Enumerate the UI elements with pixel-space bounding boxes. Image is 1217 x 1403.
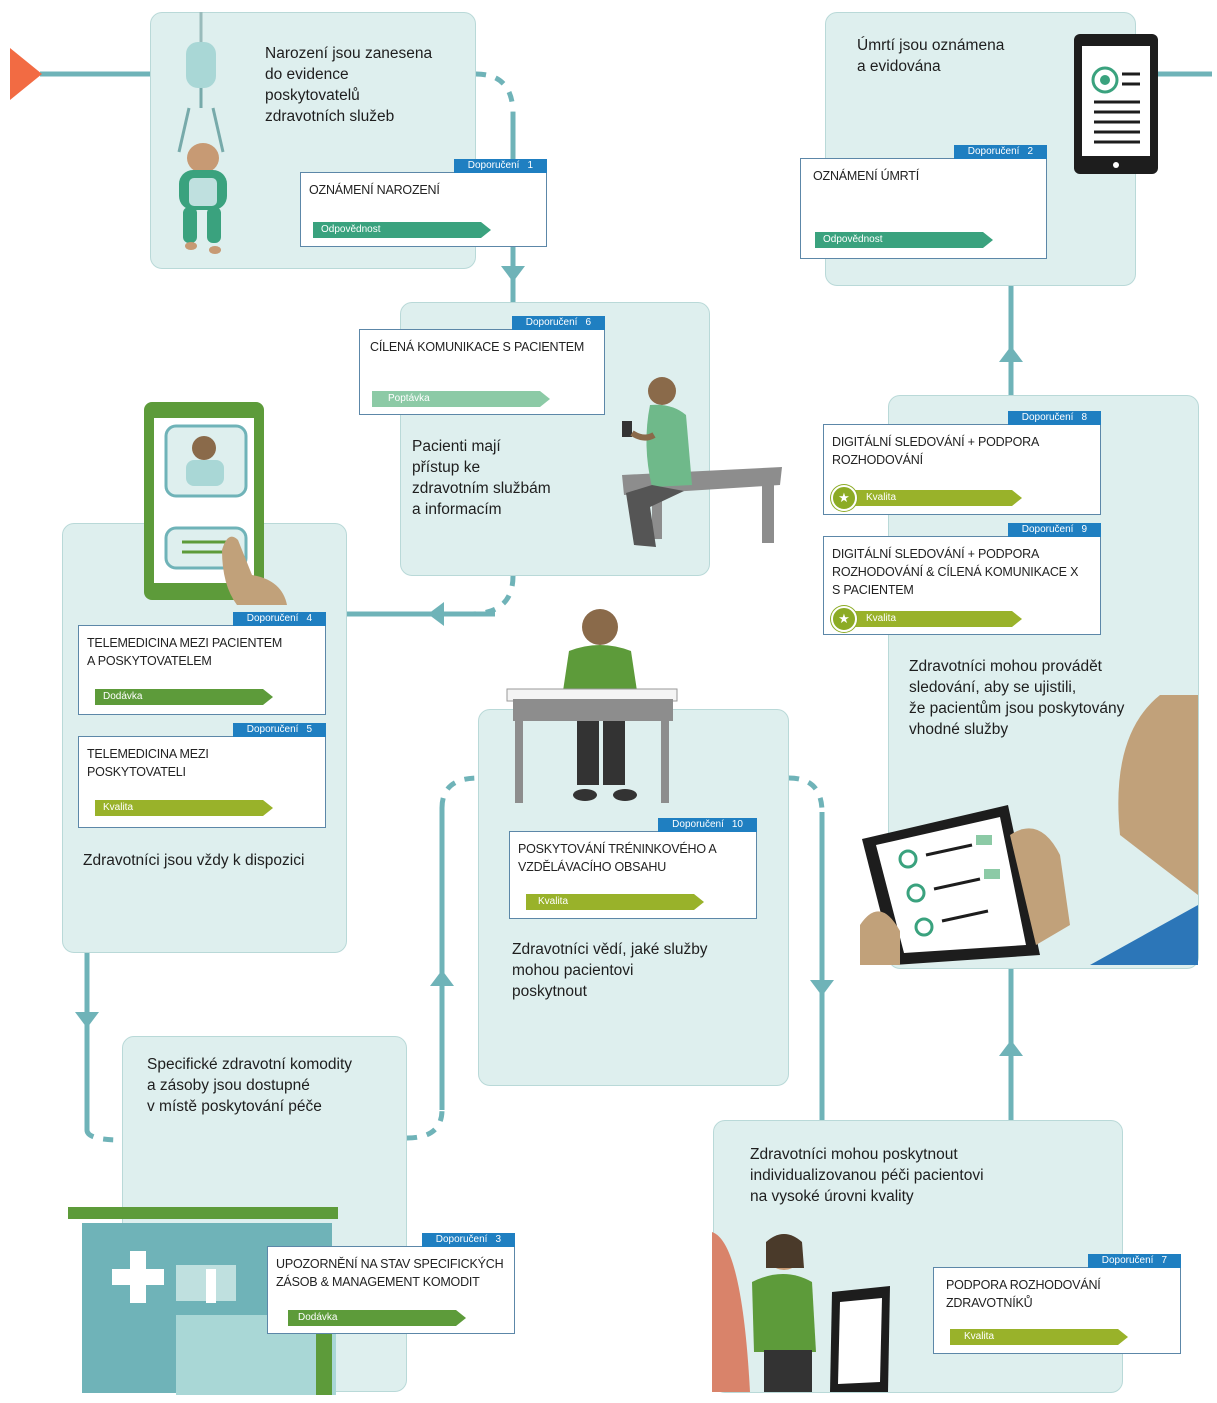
recommendation-card-1: Doporučení 1 OZNÁMENÍ NAROZENÍ Odpovědnos… [300, 159, 547, 247]
card-5-tag: Doporučení 5 [232, 723, 326, 737]
card-7-category-bar: Kvalita [950, 1329, 1128, 1345]
recommendation-card-5: Doporučení 5 TELEMEDICINA MEZI POSKYTOVAT… [78, 723, 326, 828]
card-6-number: 6 [585, 317, 591, 328]
card-8-tag: Doporučení 8 [1007, 411, 1101, 425]
panel-monitoring-text: Zdravotníci mohou provádět sledování, ab… [909, 658, 1125, 738]
card-10-tag: Doporučení 10 [658, 818, 757, 832]
card-7-title: PODPORA ROZHODOVÁNÍ ZDRAVOTNÍKŮ [946, 1278, 1101, 1310]
card-1-tag: Doporučení 1 [453, 159, 547, 173]
card-7-number: 7 [1161, 1255, 1167, 1266]
panel-knowledge-text: Zdravotníci vědí, jaké služby mohou paci… [512, 941, 708, 1000]
panel-commodities-text: Specifické zdravotní komodity a zásoby j… [147, 1056, 353, 1115]
star-icon: ★ [831, 606, 857, 632]
card-10-category-bar: Kvalita [526, 894, 704, 910]
card-4-title: TELEMEDICINA MEZI PACIENTEM A POSKYTOVAT… [87, 636, 283, 668]
card-3-tag-label: Doporučení [435, 1234, 488, 1245]
card-8-number: 8 [1081, 412, 1087, 423]
card-9-tag-label: Doporučení [1021, 524, 1074, 535]
card-5-category-bar: Kvalita [95, 800, 273, 816]
panel-available-text: Zdravotníci jsou vždy k dispozici [83, 852, 305, 869]
card-2-tag: Doporučení 2 [953, 145, 1047, 159]
panel-access-text: Pacienti mají přístup ke zdravotním služ… [412, 438, 551, 518]
card-9-tag: Doporučení 9 [1007, 523, 1101, 537]
card-2-number: 2 [1027, 146, 1033, 157]
card-2-title: OZNÁMENÍ ÚMRTÍ [813, 169, 919, 183]
card-8-category-bar: Kvalita [836, 490, 1022, 506]
recommendation-card-10: Doporučení 10 POSKYTOVÁNÍ TRÉNINKOVÉHO A … [509, 818, 757, 919]
tablet-document-icon [1074, 34, 1158, 174]
recommendation-card-8: Doporučení 8 DIGITÁLNÍ SLEDOVÁNÍ + PODPOR… [823, 411, 1101, 515]
card-4-tag: Doporučení 4 [232, 612, 326, 626]
card-10-tag-label: Doporučení [672, 819, 724, 830]
card-8-title: DIGITÁLNÍ SLEDOVÁNÍ + PODPORA ROZHODOVÁN… [832, 435, 1040, 467]
card-1-category-bar: Odpovědnost [313, 222, 491, 238]
card-5-tag-label: Doporučení [246, 724, 299, 735]
card-6-category-bar: Poptávka [372, 391, 550, 407]
recommendation-card-2: Doporučení 2 OZNÁMENÍ ÚMRTÍ Odpovědnost [800, 145, 1047, 259]
health-worker-icon [712, 1232, 890, 1392]
card-3-number: 3 [495, 1234, 501, 1245]
phone-chat-icon [144, 402, 287, 605]
card-10-title: POSKYTOVÁNÍ TRÉNINKOVÉHO A VZDĚLÁVACÍHO … [518, 842, 717, 874]
card-9-category-bar: Kvalita [836, 611, 1022, 627]
card-8-tag-label: Doporučení [1021, 412, 1074, 423]
recommendation-card-4: Doporučení 4 TELEMEDICINA MEZI PACIENTEM … [78, 612, 326, 715]
card-3-tag: Doporučení 3 [421, 1233, 515, 1247]
card-6-tag-label: Doporučení [525, 317, 578, 328]
card-5-number: 5 [306, 724, 312, 735]
recommendation-card-7: Doporučení 7 PODPORA ROZHODOVÁNÍ ZDRAVOTN… [933, 1254, 1181, 1354]
card-3-title: UPOZORNĚNÍ NA STAV SPECIFICKÝCH ZÁSOB & … [276, 1257, 504, 1289]
card-5-title: TELEMEDICINA MEZI POSKYTOVATELI [87, 747, 209, 779]
card-10-number: 10 [731, 819, 743, 830]
card-4-tag-label: Doporučení [246, 613, 299, 624]
baby-icon [177, 12, 227, 254]
card-6-title: CÍLENÁ KOMUNIKACE S PACIENTEM [370, 340, 585, 354]
card-1-number: 1 [527, 160, 533, 171]
card-9-title: DIGITÁLNÍ SLEDOVÁNÍ + PODPORA ROZHODOVÁN… [832, 547, 1079, 597]
card-3-category-bar: Dodávka [288, 1310, 466, 1326]
panel-birth-text: Narození jsou zanesena do evidence posky… [265, 45, 433, 125]
recommendation-card-6: Doporučení 6 CÍLENÁ KOMUNIKACE S PACIENTE… [359, 316, 605, 415]
card-1-title: OZNÁMENÍ NAROZENÍ [309, 183, 440, 197]
card-9-number: 9 [1081, 524, 1087, 535]
card-2-category-bar: Odpovědnost [815, 232, 993, 248]
panel-death-text: Úmrtí jsou oznámena a evidována [857, 37, 1005, 75]
person-phone-icon [622, 377, 782, 547]
person-desk-icon [506, 609, 678, 803]
card-2-tag-label: Doporučení [967, 146, 1020, 157]
start-arrow-icon [10, 48, 42, 100]
card-7-tag: Doporučení 7 [1087, 1254, 1181, 1268]
card-1-tag-label: Doporučení [467, 160, 520, 171]
star-icon: ★ [831, 485, 857, 511]
card-4-category-bar: Dodávka [95, 689, 273, 705]
panel-quality-text: Zdravotníci mohou poskytnout individuali… [750, 1146, 984, 1205]
card-7-tag-label: Doporučení [1101, 1255, 1154, 1266]
card-6-tag: Doporučení 6 [511, 316, 605, 330]
card-4-number: 4 [306, 613, 312, 624]
recommendation-card-3: Doporučení 3 UPOZORNĚNÍ NA STAV SPECIFICK… [267, 1233, 515, 1334]
recommendation-card-9: Doporučení 9 DIGITÁLNÍ SLEDOVÁNÍ + PODPOR… [823, 523, 1101, 635]
tablet-list-icon [860, 695, 1198, 965]
